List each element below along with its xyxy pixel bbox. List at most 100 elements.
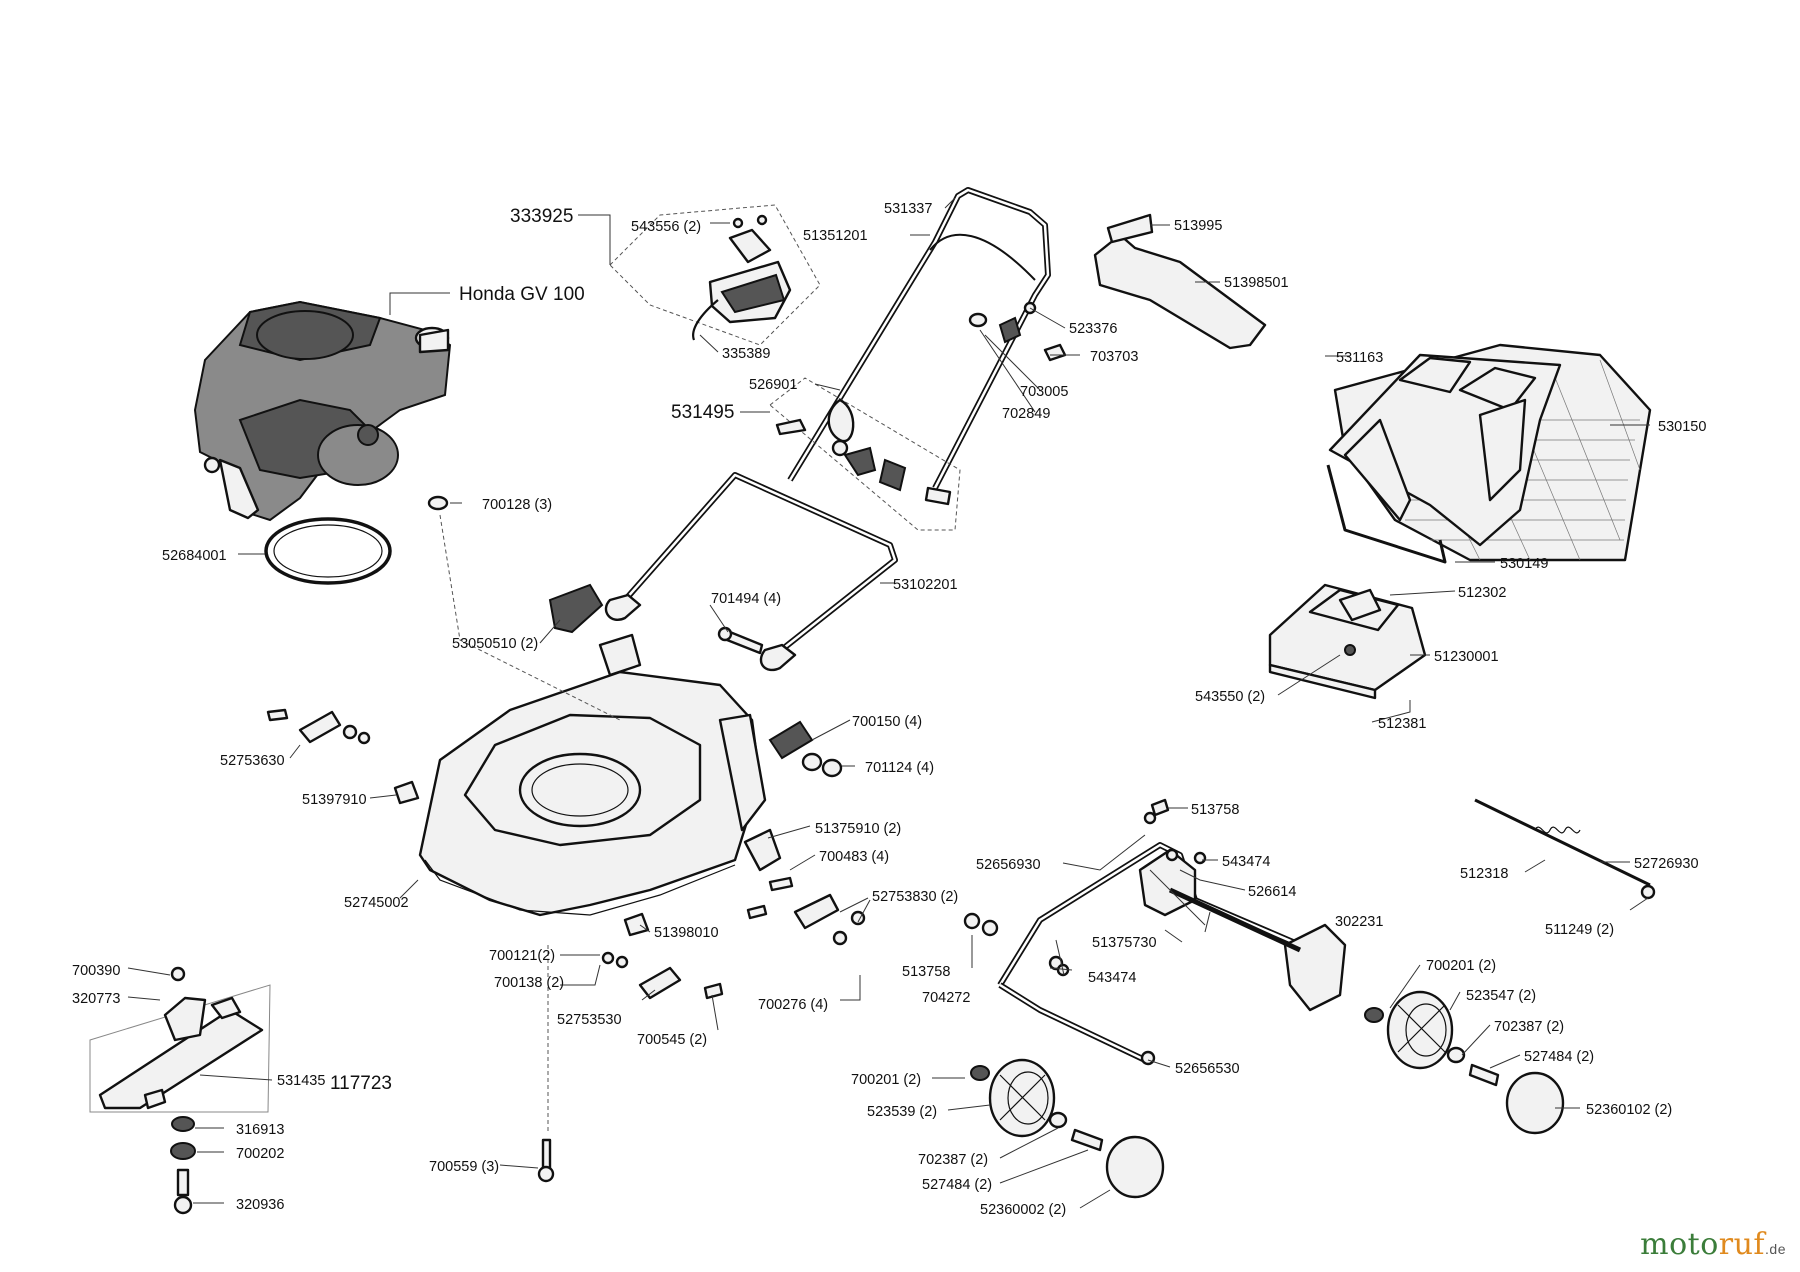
- wheel-523547: [1364, 990, 1565, 1135]
- label-513758-bottom: 513758: [902, 964, 950, 980]
- label-52684001: 52684001: [162, 548, 227, 564]
- label-700121: 700121(2): [489, 948, 555, 964]
- grass-catcher-top-cover: [1328, 353, 1562, 547]
- upper-handle-bar: [787, 187, 1051, 490]
- screw-700483: [768, 876, 794, 892]
- handle-cover-51398501: [1093, 213, 1267, 350]
- motoruf-watermark: motoruf.de: [1640, 1227, 1786, 1262]
- label-511249: 511249 (2): [1545, 922, 1614, 938]
- engine-gasket-ring: [264, 517, 392, 585]
- label-513995: 513995: [1174, 218, 1222, 234]
- label-honda-gv100: Honda GV 100: [459, 284, 585, 305]
- label-700202: 700202: [236, 1146, 284, 1162]
- label-513758-top: 513758: [1191, 802, 1239, 818]
- front-axle-hardware: [963, 798, 1207, 977]
- label-523376: 523376: [1069, 321, 1117, 337]
- label-52656930: 52656930: [976, 857, 1041, 873]
- height-lever-52753530: [601, 951, 724, 1000]
- label-700390: 700390: [72, 963, 120, 979]
- label-51397910: 51397910: [302, 792, 367, 808]
- label-700138: 700138 (2): [494, 975, 564, 991]
- part-labels: 333925 543556 (2) 335389 Honda GV 100 53…: [72, 201, 1706, 1218]
- bolt-700559: [537, 1138, 555, 1183]
- label-700545: 700545 (2): [637, 1032, 707, 1048]
- label-51375910: 51375910 (2): [815, 821, 901, 837]
- label-512302: 512302: [1458, 585, 1506, 601]
- clip-51398010: [623, 912, 650, 937]
- label-523539: 523539 (2): [867, 1104, 937, 1120]
- pivot-bushing-700150: [768, 720, 843, 778]
- label-703005: 703005: [1020, 384, 1068, 400]
- label-531435: 531435: [277, 1073, 325, 1089]
- label-320773: 320773: [72, 991, 120, 1007]
- label-52753530: 52753530: [557, 1012, 622, 1028]
- label-526614: 526614: [1248, 884, 1296, 900]
- label-530149: 530149: [1500, 556, 1548, 572]
- label-526901: 526901: [749, 377, 797, 393]
- hanger-spring-52726930: [1474, 798, 1656, 900]
- watermark-brand-a: moto: [1640, 1227, 1719, 1262]
- label-700201-right: 700201 (2): [1426, 958, 1496, 974]
- label-700483: 700483 (4): [819, 849, 889, 865]
- label-700559: 700559 (3): [429, 1159, 499, 1175]
- label-316913: 316913: [236, 1122, 284, 1138]
- label-702387-left: 702387 (2): [918, 1152, 988, 1168]
- label-701124: 701124 (4): [865, 760, 934, 776]
- label-333925: 333925: [510, 206, 573, 227]
- height-lever-52753830: [746, 893, 866, 946]
- label-543556: 543556 (2): [631, 219, 701, 235]
- label-52753830: 52753830 (2): [872, 889, 958, 905]
- handle-fastener-kit-531495: [769, 377, 961, 531]
- label-51351201: 51351201: [803, 228, 868, 244]
- blade-assembly-117723: [89, 966, 271, 1215]
- label-700128: 700128 (3): [482, 497, 552, 513]
- lower-handle-bar: [604, 472, 898, 672]
- watermark-tld: .de: [1765, 1241, 1786, 1257]
- label-703703: 703703: [1090, 349, 1138, 365]
- label-52656530: 52656530: [1175, 1061, 1240, 1077]
- handle-bolt-701494: [717, 626, 764, 655]
- label-531495: 531495: [671, 402, 734, 423]
- label-52360002: 52360002 (2): [980, 1202, 1066, 1218]
- label-527484-right: 527484 (2): [1524, 1049, 1594, 1065]
- mower-deck: [418, 633, 767, 917]
- rear-bracket-51375910: [743, 828, 782, 872]
- label-52726930: 52726930: [1634, 856, 1699, 872]
- label-302231: 302231: [1335, 914, 1383, 930]
- throttle-switch-assembly: [609, 204, 821, 346]
- label-527484-left: 527484 (2): [922, 1177, 992, 1193]
- label-543550: 543550 (2): [1195, 689, 1265, 705]
- height-adjust-lever-52753630: [266, 708, 371, 745]
- label-700276: 700276 (4): [758, 997, 828, 1013]
- label-700201-left: 700201 (2): [851, 1072, 921, 1088]
- engine-honda-gv100: [193, 300, 452, 522]
- label-702849: 702849: [1002, 406, 1050, 422]
- label-700150: 700150 (4): [852, 714, 922, 730]
- handle-knob-parts: [968, 301, 1067, 362]
- handle-bracket-53050510: [548, 583, 604, 634]
- label-702387-right: 702387 (2): [1494, 1019, 1564, 1035]
- label-51398010: 51398010: [654, 925, 719, 941]
- label-512318: 512318: [1460, 866, 1508, 882]
- label-701494: 701494 (4): [711, 591, 781, 607]
- label-52360102: 52360102 (2): [1586, 1102, 1672, 1118]
- label-52745002: 52745002: [344, 895, 409, 911]
- mulch-plug-51230001: [1268, 583, 1427, 700]
- label-117723: 117723: [330, 1073, 392, 1094]
- rear-axle-frame: [997, 811, 1347, 1066]
- clip-51397910: [393, 780, 420, 805]
- label-543474-top: 543474: [1222, 854, 1270, 870]
- label-320936: 320936: [236, 1197, 284, 1213]
- wheel-523539: [970, 1058, 1165, 1199]
- label-52753630: 52753630: [220, 753, 285, 769]
- label-704272: 704272: [922, 990, 970, 1006]
- watermark-brand-b: ruf: [1718, 1227, 1766, 1262]
- label-335389: 335389: [722, 346, 770, 362]
- label-51230001: 51230001: [1434, 649, 1499, 665]
- leader-lines: [127, 197, 1650, 1209]
- label-51398501: 51398501: [1224, 275, 1289, 291]
- label-543474-bottom: 543474: [1088, 970, 1136, 986]
- label-53050510: 53050510 (2): [452, 636, 538, 652]
- label-531163: 531163: [1336, 350, 1383, 366]
